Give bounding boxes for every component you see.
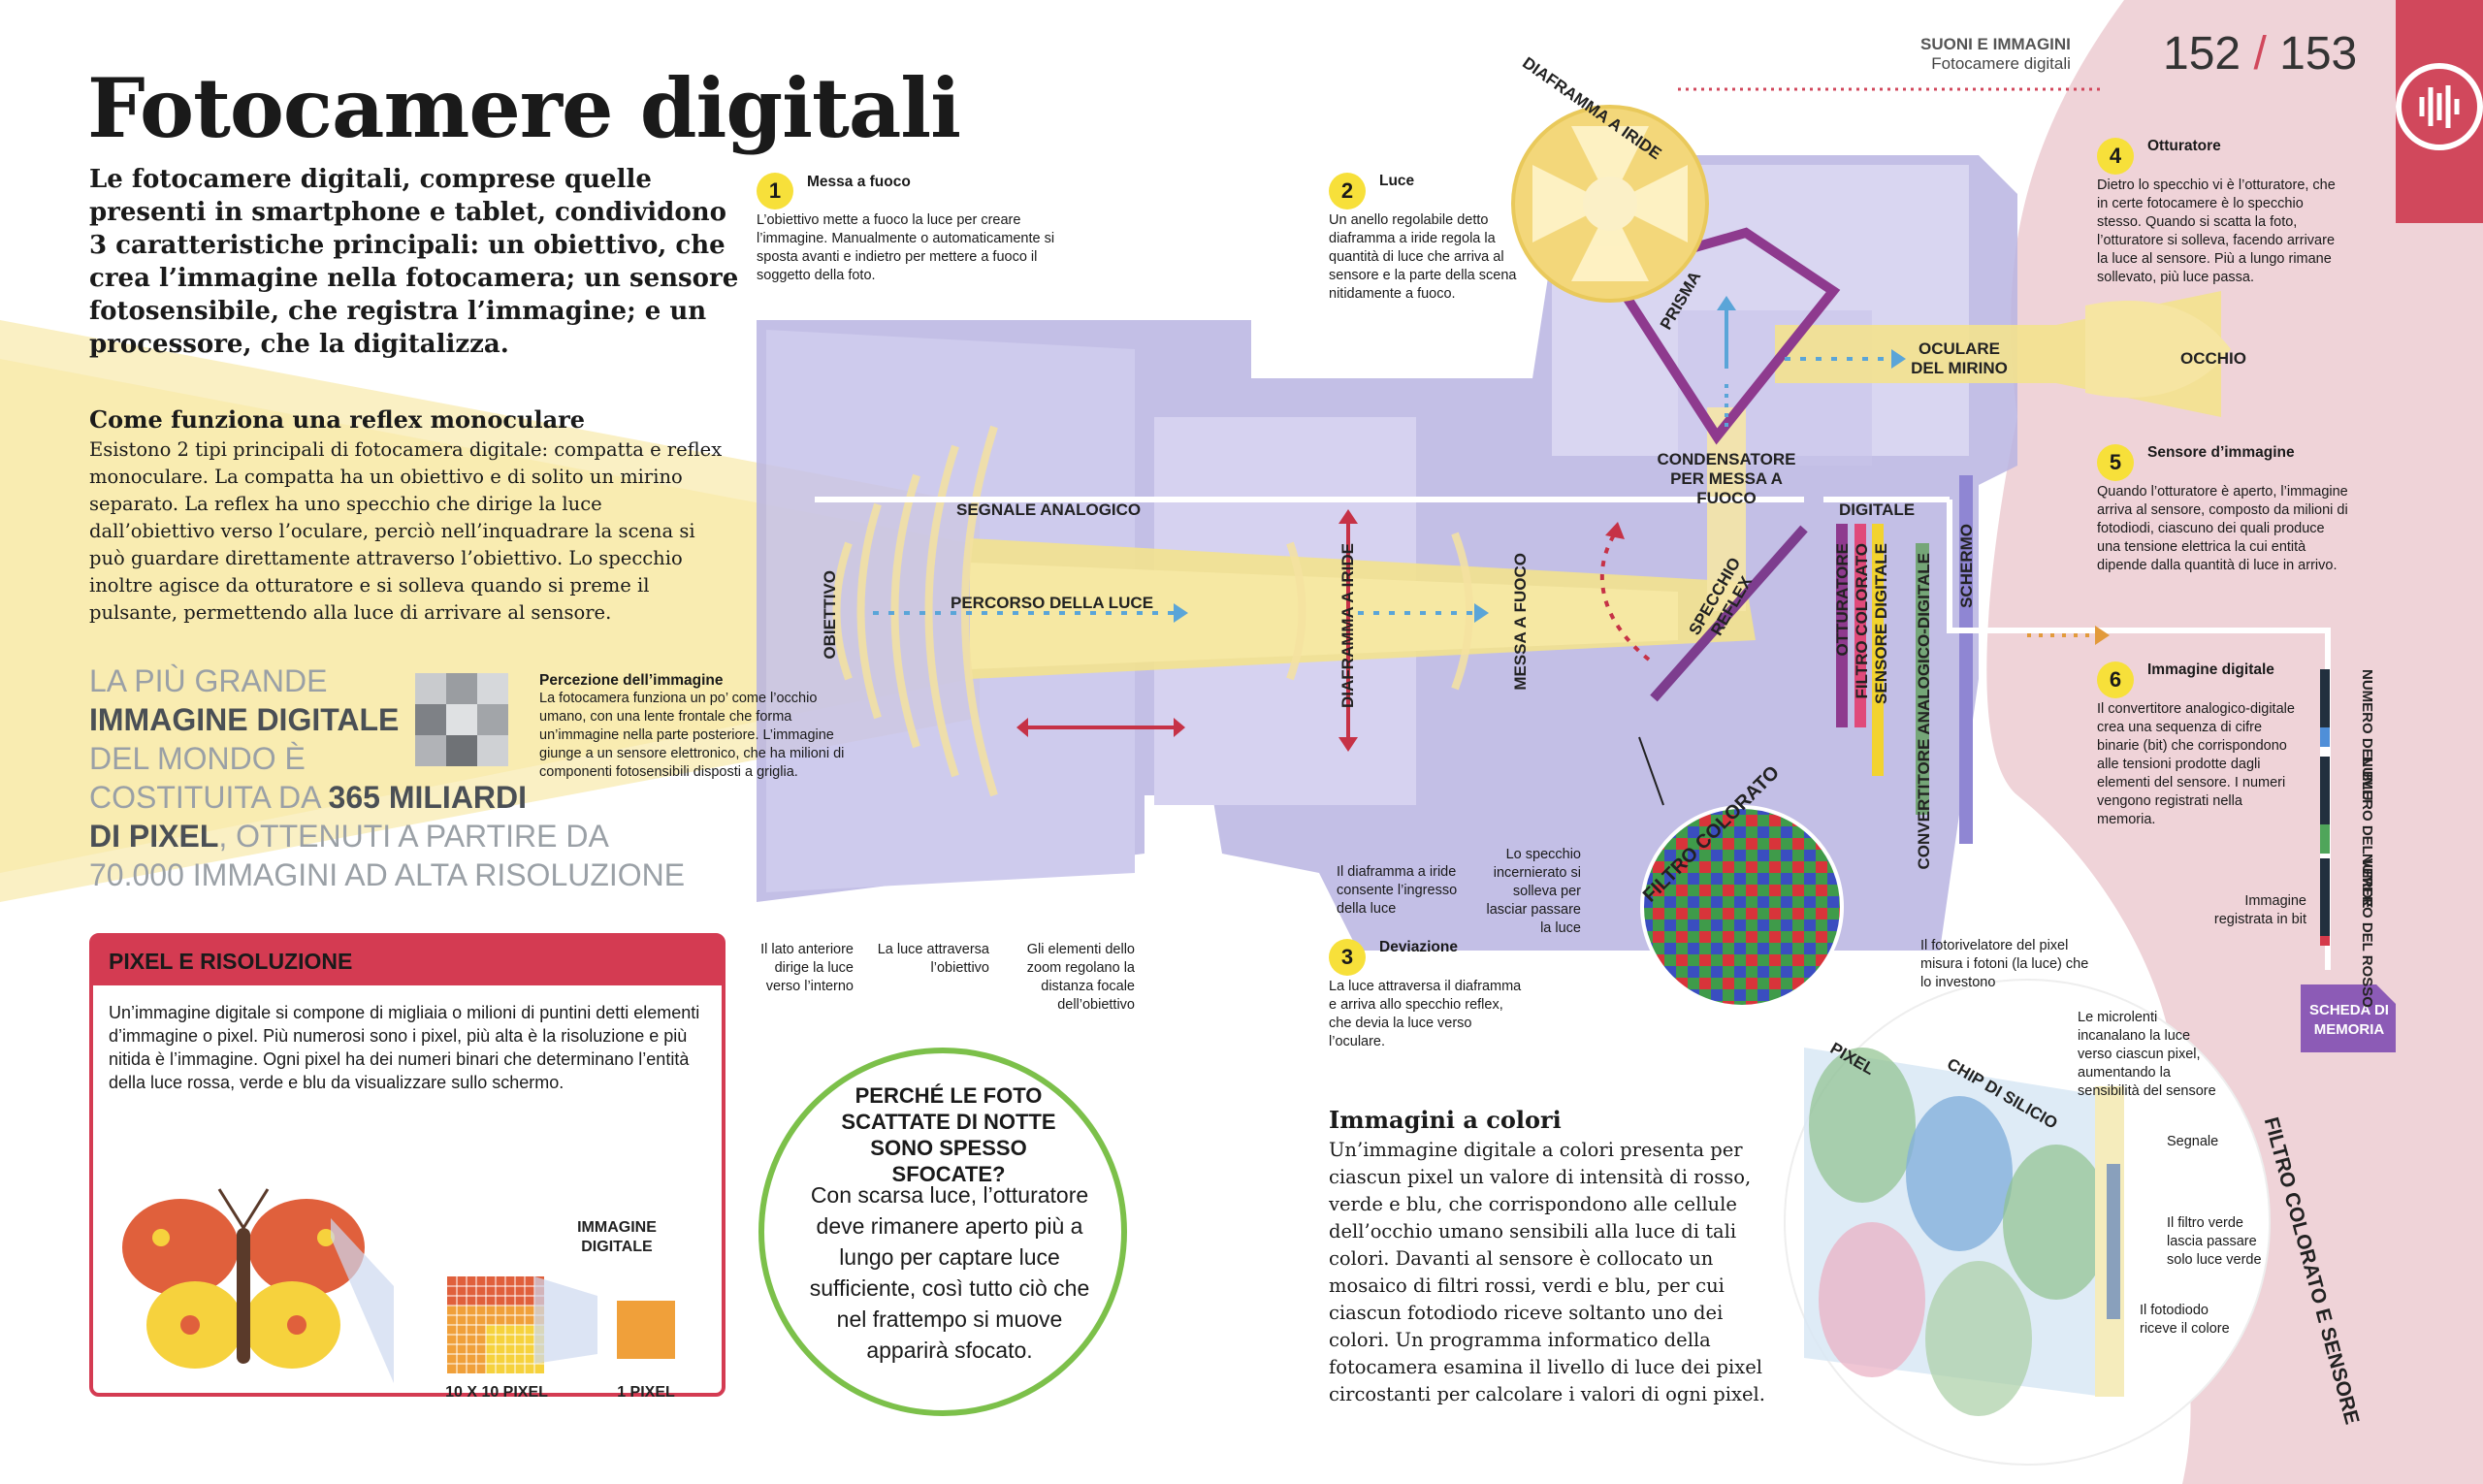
label-10x10: 10 X 10 PIXEL [445, 1384, 548, 1401]
label-blue-number: NUMERO DEL BLU [2359, 669, 2375, 801]
step-5: 5 Sensore d’immagine Quando l’otturatore… [2097, 444, 2349, 575]
zoom-cap-2: Le microlenti incanalano la luce verso c… [2078, 1010, 2216, 1099]
label-focus: MESSA A FUOCO [1511, 553, 1530, 691]
fact-line-5: 365 MILIARDI [328, 780, 528, 815]
zoom-cap-1: Il fotorivelatore del pixel misura i fot… [1920, 938, 2089, 990]
label-shutter: OTTURATORE [1833, 543, 1852, 657]
label-stored: Immagine registrata in bit [2213, 893, 2306, 927]
step-3-number: 3 [1329, 939, 1366, 976]
page-title: Fotocamere digitali [87, 60, 961, 156]
butterfly-illustration [122, 1188, 675, 1383]
step-2-title: Luce [1379, 173, 1415, 189]
memory-card [2301, 984, 2396, 1052]
cap-zoom: Gli elementi dello zoom regolano la dist… [1026, 942, 1135, 1013]
label-light-path: PERCORSO DELLA LUCE [951, 594, 1154, 612]
label-eye: OCCHIO [2180, 349, 2246, 368]
perception-title: Percezione dell’immagine [539, 672, 724, 689]
label-red-number: NUMERO DEL ROSSO [2359, 854, 2375, 1008]
step-4-number: 4 [2097, 138, 2134, 175]
question-title: PERCHÉ LE FOTO SCATTATE DI NOTTE SONO SP… [841, 1083, 1056, 1186]
pixel-resolution-box: PIXEL E RISOLUZIONE Un’immagine digitale… [89, 933, 726, 1401]
label-green-number: NUMERO DEL VERDE [2359, 757, 2375, 909]
label-condenser: CONDENSATORE PER MESSA A FUOCO [1657, 450, 1796, 507]
prism [1602, 227, 1841, 445]
pixel-box-body: Un’immagine digitale si compone di migli… [109, 1003, 700, 1092]
audio-gear-icon [2396, 63, 2483, 150]
zoom-cap-5: Il fotodiodo riceve il colore [2140, 1303, 2230, 1337]
zoom-cap-3: Segnale [2167, 1134, 2219, 1149]
page-sep: / [2253, 28, 2267, 80]
step-2-body: Un anello regolabile detto diaframma a i… [1329, 212, 1517, 302]
step-2-number: 2 [1329, 173, 1366, 210]
page-numbers: 152 / 153 [2163, 27, 2357, 81]
label-screen: SCHERMO [1957, 524, 1976, 608]
step-5-title: Sensore d’immagine [2147, 444, 2295, 461]
step-3: 3 Deviazione La luce attraversa il diafr… [1329, 939, 1523, 1051]
label-sensor: SENSORE DIGITALE [1872, 543, 1890, 704]
step-1-body: L’obiettivo mette a fuoco la luce per cr… [757, 212, 1055, 283]
label-lens: OBIETTIVO [821, 570, 839, 660]
step-5-body: Quando l’otturatore è aperto, l’immagine… [2097, 484, 2348, 573]
step-6-body: Il convertitore analogico-digitale crea … [2097, 701, 2295, 827]
big-fact: LA PIÙ GRANDE IMMAGINE DIGITALE DEL MOND… [89, 661, 710, 894]
label-adc: CONVERTITORE ANALOGICO-DIGITALE [1915, 553, 1933, 870]
fact-line-1: LA PIÙ GRANDE [89, 663, 328, 698]
cap-lens: La luce attraversa l’obiettivo [877, 942, 989, 976]
cap-front: Il lato anteriore dirige la luce verso l… [760, 942, 854, 994]
fact-line-8: 70.000 IMMAGINI AD ALTA RISOLUZIONE [89, 857, 686, 892]
step-6: 6 Immagine digitale Il convertitore anal… [2097, 661, 2301, 829]
single-pixel [617, 1301, 675, 1359]
step-3-title: Deviazione [1379, 939, 1458, 955]
label-1-pixel: 1 PIXEL [617, 1384, 675, 1401]
bayer-filter [1640, 805, 1844, 1009]
subsection-label: Fotocamere digitali [1931, 54, 2071, 73]
zoom-cap-4: Il filtro verde lascia passare solo luce… [2167, 1215, 2262, 1268]
fact-line-3: DEL MONDO È [89, 741, 306, 776]
page-left: 152 [2163, 28, 2241, 80]
perception-pixels [415, 673, 508, 766]
running-header: SUONI E IMMAGINI Fotocamere digitali [1920, 35, 2071, 74]
fact-line-4: COSTITUITA DA [89, 780, 320, 815]
step-1: 1 Messa a fuoco L’obiettivo mette a fuoc… [757, 173, 1077, 285]
step-4: 4 Otturatore Dietro lo specchio vi è l’o… [2097, 138, 2349, 287]
label-filter-small: FILTRO COLORATO [1853, 543, 1871, 699]
question-body: Con scarsa luce, l’otturatore deve riman… [809, 1182, 1090, 1363]
reflex-body: Esistono 2 tipi principali di fotocamera… [89, 438, 723, 624]
label-iris-vertical: DIAFRAMMA A IRIDE [1338, 543, 1357, 708]
perception-body: La fotocamera funziona un po’ come l’occ… [539, 691, 845, 780]
step-4-body: Dietro lo specchio vi è l’otturatore, ch… [2097, 177, 2336, 285]
perception-note: Percezione dell’immagine La fotocamera f… [539, 671, 859, 782]
section-label: SUONI E IMMAGINI [1920, 35, 2071, 53]
label-memory-card: SCHEDA DI MEMORIA [2309, 1002, 2389, 1038]
step-2: 2 Luce Un anello regolabile detto diafra… [1329, 173, 1523, 304]
label-digital: DIGITALE [1839, 500, 1916, 519]
step-1-text: Messa a fuoco [807, 173, 1079, 191]
fact-line-6: DI PIXEL [89, 819, 219, 854]
butterfly-icon [122, 1188, 365, 1369]
cap-mirror: Lo specchio incernierato si solleva per … [1486, 847, 1581, 936]
fact-line-2: IMMAGINE DIGITALE [89, 702, 400, 737]
pixel-box-heading: PIXEL E RISOLUZIONE [93, 937, 722, 985]
label-digital-image: IMMAGINE DIGITALE [577, 1219, 657, 1255]
step-1-number: 1 [757, 173, 793, 210]
colours-body: Un’immagine digitale a colori presenta p… [1329, 1139, 1765, 1405]
night-photo-question: PERCHÉ LE FOTO SCATTATE DI NOTTE SONO SP… [758, 1048, 1127, 1416]
pixel-grid-10x10 [447, 1276, 544, 1373]
intro-paragraph: Le fotocamere digitali, comprese quelle … [89, 165, 739, 359]
fact-line-7: , OTTENUTI A PARTIRE DA [218, 819, 609, 854]
step-5-number: 5 [2097, 444, 2134, 481]
step-4-title: Otturatore [2147, 138, 2221, 154]
colours-heading: Immagini a colori [1329, 1106, 1562, 1134]
step-1-title: Messa a fuoco [807, 174, 911, 190]
step-3-body: La luce attraversa il diaframma e arriva… [1329, 979, 1522, 1049]
reflex-heading: Come funziona una reflex monoculare [89, 405, 586, 434]
label-eyepiece: OCULARE DEL MIRINO [1911, 339, 2008, 377]
step-6-title: Immagine digitale [2147, 661, 2274, 678]
cap-iris: Il diaframma a iride consente l’ingresso… [1337, 864, 1458, 917]
reflex-mirror [1650, 525, 1808, 702]
page-right: 153 [2279, 28, 2358, 80]
label-analog-signal: SEGNALE ANALOGICO [956, 500, 1142, 519]
step-6-number: 6 [2097, 661, 2134, 698]
